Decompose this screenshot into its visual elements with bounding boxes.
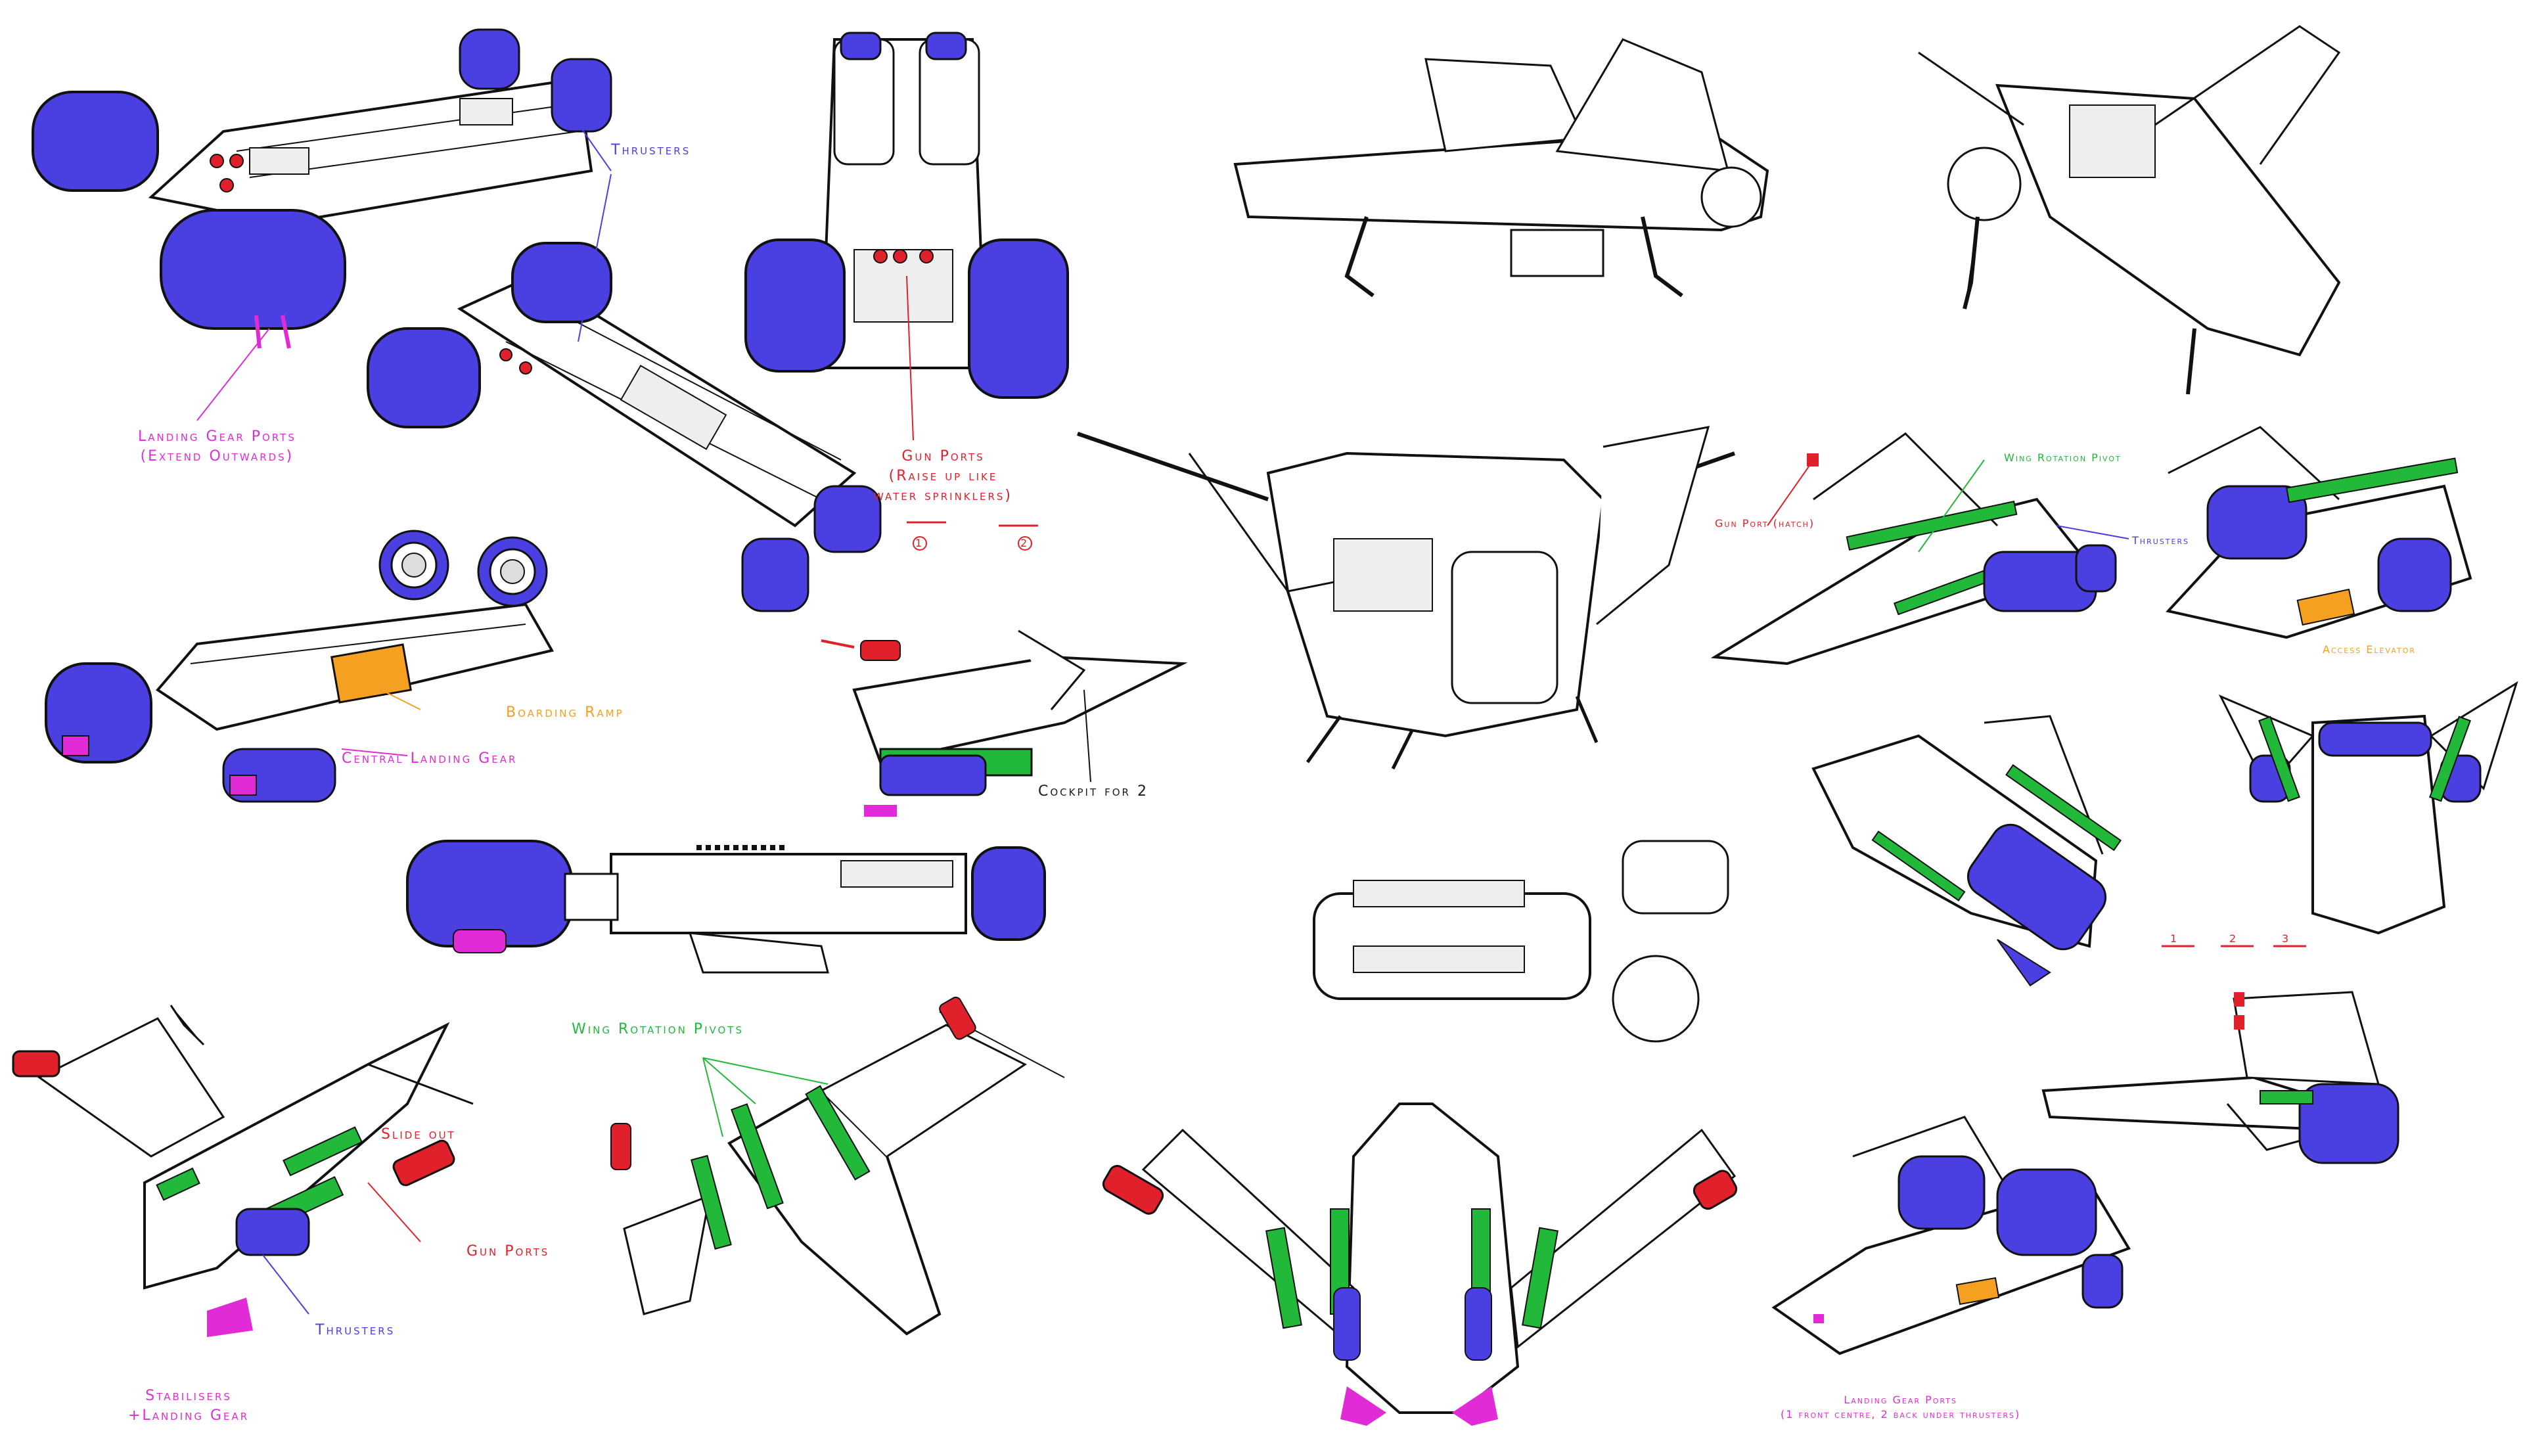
ship-view-19 (1313, 840, 1729, 1043)
stabilisers-line-1: Stabilisers (145, 1388, 232, 1404)
thruster (367, 327, 481, 428)
thruster (879, 754, 987, 796)
thruster (459, 28, 520, 90)
thrusters-right-label: Thrusters (2132, 534, 2190, 547)
gun-port-steps (907, 521, 2306, 947)
gun-ports-line-3: water sprinklers) (874, 488, 1012, 504)
thruster (32, 91, 159, 192)
thruster (511, 242, 612, 323)
thruster (2075, 544, 2117, 593)
step-3-right: 3 (2282, 932, 2290, 945)
ship-view-13 (2166, 426, 2472, 639)
landing-gear-ports-bottom-line-1: Landing Gear Ports (1844, 1394, 1957, 1406)
ship-view-3 (744, 32, 1069, 399)
wing-rotation-pivot-label: Wing Rotation Pivot (2004, 451, 2122, 464)
stabilisers-line-2: +Landing Gear (128, 1407, 250, 1424)
thruster (1898, 1155, 1986, 1230)
gun-port-hatch-label: Gun Port (hatch) (1715, 517, 1815, 530)
ship-view-11 (1918, 25, 2341, 395)
thruster (1996, 1168, 2097, 1256)
cockpit-label: Cockpit for 2 (1038, 783, 1148, 800)
thrusters-label: Thrusters (611, 142, 691, 158)
thruster (235, 1208, 310, 1256)
ship-view-10 (1233, 38, 1769, 298)
thrusters-bottom-label: Thrusters (315, 1322, 396, 1338)
landing-gear-ports-line-1: Landing Gear Ports (138, 428, 296, 445)
thruster (2298, 1083, 2399, 1164)
stabilisers-label: Stabilisers +Landing Gear (128, 1386, 249, 1426)
boarding-ramp-label: Boarding Ramp (506, 704, 624, 721)
landing-gear-ports-bottom-line-2: (1 front centre, 2 back under thrusters) (1781, 1408, 2021, 1421)
ship-view-15 (1811, 715, 2122, 987)
step-1-right: 1 (2170, 932, 2179, 945)
thruster (840, 32, 882, 60)
gun-ports-bottom-label: Gun Ports (466, 1243, 550, 1260)
thruster (2377, 537, 2452, 612)
thruster (477, 536, 548, 607)
step-2-right: 2 (2229, 932, 2238, 945)
gun-ports-label: Gun Ports (Raise up like water sprinkler… (874, 447, 1012, 506)
wing-rotation-pivots-label: Wing Rotation Pivots (572, 1021, 744, 1037)
leader-lines (196, 104, 2129, 1315)
ship-view-4 (45, 530, 555, 803)
ship-view-14 (2218, 681, 2518, 935)
ship-view-6 (821, 629, 1188, 817)
step-1: 1 (915, 537, 924, 549)
thruster (2081, 1254, 2124, 1309)
landing-gear-ports-line-2: (Extend Outwards) (140, 448, 294, 465)
ship-view-1 (32, 28, 612, 349)
ship-view-17 (1102, 1103, 1738, 1426)
ship-view-18 (1771, 1116, 2131, 1355)
thruster (968, 239, 1069, 399)
ship-view-5 (406, 840, 1046, 974)
gun-ports-line-1: Gun Ports (901, 448, 985, 465)
thruster (1333, 1287, 1361, 1361)
slide-out-label: Slide out (381, 1126, 456, 1143)
ship-view-7 (12, 1005, 474, 1337)
ship-view-8 (610, 996, 1065, 1336)
thruster (741, 537, 809, 612)
thruster (2206, 485, 2307, 560)
thruster (971, 846, 1046, 941)
step-2: 2 (1020, 537, 1029, 549)
landing-gear-ports-label: Landing Gear Ports (Extend Outwards) (138, 427, 296, 466)
thruster (925, 32, 967, 60)
thruster (1465, 1287, 1492, 1361)
ship-view-12 (1710, 432, 2117, 666)
ship-view-16 (2041, 991, 2399, 1164)
thruster (813, 485, 882, 553)
thruster (744, 239, 846, 373)
thruster (378, 530, 449, 601)
thruster (160, 209, 346, 330)
landing-gear-ports-bottom-label: Landing Gear Ports (1 front centre, 2 ba… (1781, 1393, 2020, 1422)
thruster (551, 58, 612, 133)
gun-ports-line-2: (Raise up like (888, 468, 998, 484)
central-landing-gear-label: Central Landing Gear (342, 750, 518, 767)
ship-view-9 (1077, 426, 1735, 770)
access-elevator-label: Access Elevator (2323, 643, 2417, 656)
